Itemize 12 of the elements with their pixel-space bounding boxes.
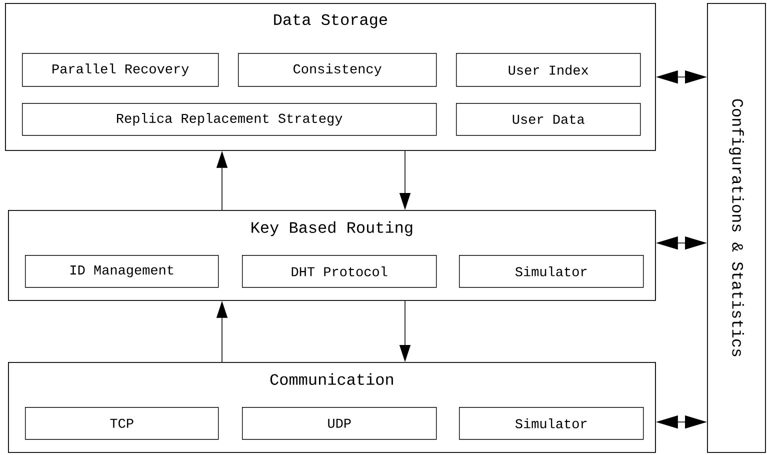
module-box: Replica Replacement Strategy: [22, 103, 437, 136]
module-box: TCP: [25, 407, 219, 440]
module-box: ID Management: [25, 255, 219, 288]
module-box: Simulator: [459, 407, 644, 440]
module-box: Simulator: [459, 255, 644, 288]
side-panel: Configurations & Statistics: [707, 3, 766, 453]
module-box: Consistency: [238, 53, 437, 87]
module-box: DHT Protocol: [242, 255, 437, 288]
module-box: Parallel Recovery: [22, 53, 219, 87]
module-box: User Data: [456, 103, 641, 136]
module-box: User Index: [456, 53, 641, 87]
module-box: UDP: [242, 407, 437, 440]
